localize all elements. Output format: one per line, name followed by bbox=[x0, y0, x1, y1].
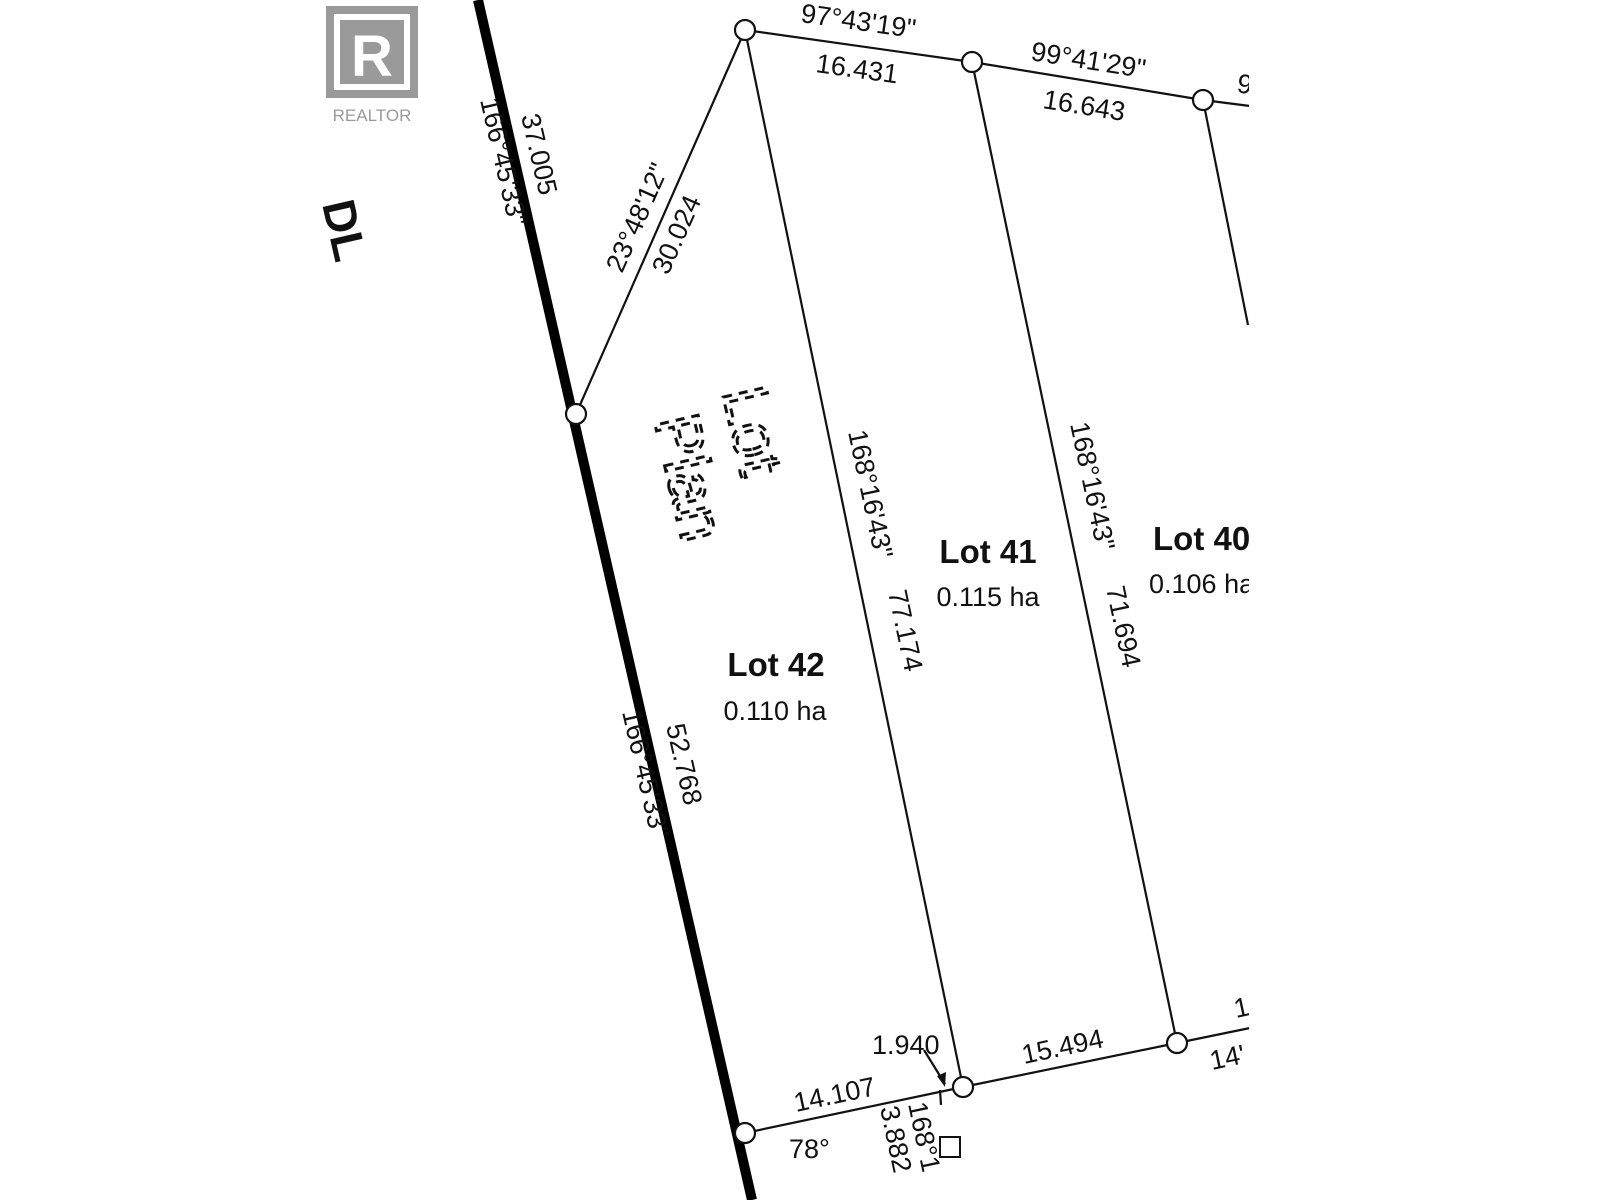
svg-text:14': 14' bbox=[1207, 1039, 1248, 1076]
pin-icon bbox=[951, 1075, 975, 1099]
svg-text:Lot 40: Lot 40 bbox=[1153, 520, 1250, 557]
pin-icon bbox=[1165, 1031, 1189, 1055]
svg-text:Lot 42: Lot 42 bbox=[727, 646, 824, 683]
pin-icon bbox=[1191, 88, 1215, 112]
pin-icon bbox=[733, 18, 757, 42]
survey-pins bbox=[564, 18, 1215, 1145]
svg-text:R: R bbox=[351, 24, 393, 89]
svg-text:168°16'43": 168°16'43" bbox=[1064, 419, 1121, 553]
pin-icon bbox=[564, 402, 588, 426]
svg-text:1: 1 bbox=[1231, 991, 1252, 1023]
lot-lines bbox=[574, 28, 1251, 1158]
monument-square-icon bbox=[939, 1136, 961, 1158]
svg-text:1.940: 1.940 bbox=[872, 1030, 940, 1060]
svg-text:0.106 ha: 0.106 ha bbox=[1149, 569, 1255, 599]
svg-text:77.174: 77.174 bbox=[882, 587, 929, 674]
svg-text:52.768: 52.768 bbox=[660, 721, 708, 808]
west-boundary bbox=[473, 0, 757, 1200]
svg-text:97°43'19": 97°43'19" bbox=[799, 0, 918, 44]
dimension-labels: 37.005 166°45'33" 52.768 166°45'33" 23°4… bbox=[474, 0, 1254, 1175]
svg-text:16.643: 16.643 bbox=[1041, 84, 1127, 127]
district-label: DL bbox=[312, 195, 376, 266]
lot-41-label: Lot 41 0.115 ha bbox=[936, 533, 1040, 612]
svg-text:99°41'29": 99°41'29" bbox=[1029, 36, 1148, 84]
realtor-logo: R REALTOR bbox=[326, 6, 418, 125]
svg-text:71.694: 71.694 bbox=[1100, 583, 1147, 670]
pin-icon bbox=[733, 1121, 757, 1145]
lot-40-label: Lot 40 0.106 ha bbox=[1149, 520, 1255, 599]
svg-text:14.107: 14.107 bbox=[791, 1071, 878, 1118]
blank-margin bbox=[1249, 0, 1600, 1200]
pin-icon bbox=[960, 50, 984, 74]
svg-text:16.431: 16.431 bbox=[814, 48, 900, 89]
lot-42-label: Lot 42 0.110 ha bbox=[723, 646, 827, 726]
svg-text:Lot 41: Lot 41 bbox=[939, 533, 1036, 570]
svg-text:0.115 ha: 0.115 ha bbox=[936, 582, 1040, 612]
lot-plan-watermark: Lot Plan bbox=[639, 377, 800, 549]
svg-text:15.494: 15.494 bbox=[1019, 1023, 1106, 1070]
realtor-logo-text: REALTOR bbox=[333, 106, 412, 125]
svg-text:78°: 78° bbox=[789, 1134, 830, 1164]
svg-text:0.110 ha: 0.110 ha bbox=[723, 696, 827, 726]
